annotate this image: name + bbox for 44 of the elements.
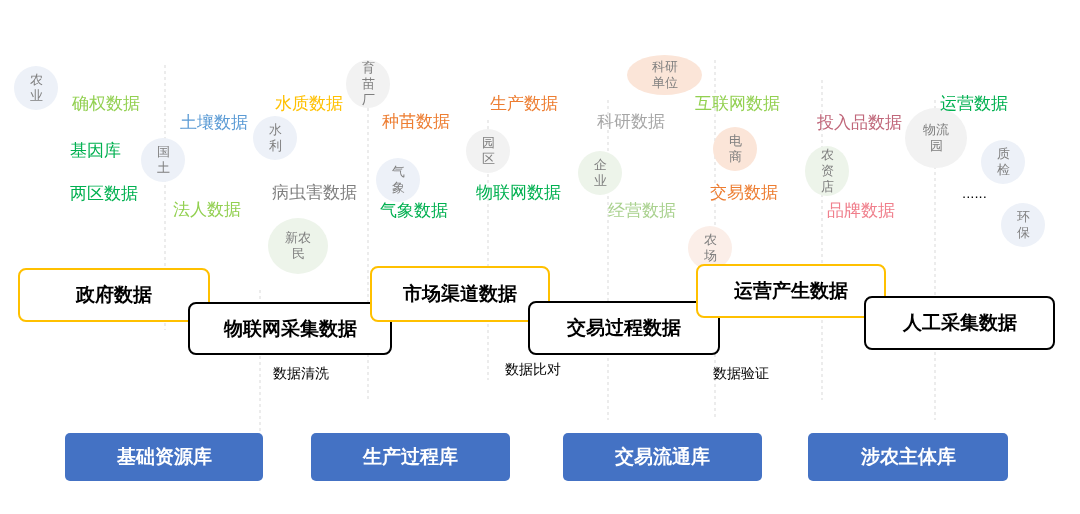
process-step-label: 数据比对 <box>505 360 561 379</box>
data-category-label: 互联网数据 <box>695 93 780 113</box>
data-category-label: 水质数据 <box>275 93 343 113</box>
process-step-label: 数据验证 <box>713 364 769 383</box>
sector-bubble: 质检 <box>981 140 1025 184</box>
data-category-label: 土壤数据 <box>180 112 248 132</box>
sector-bubble: 农资店 <box>805 146 849 196</box>
sector-bubble: 农业 <box>14 66 58 110</box>
sector-bubble: 育苗厂 <box>346 60 390 108</box>
data-source-box: 物联网采集数据 <box>188 302 392 355</box>
sector-bubble: 国土 <box>141 138 185 182</box>
data-source-box: 交易过程数据 <box>528 301 720 355</box>
data-category-label: 气象数据 <box>380 200 448 220</box>
data-category-label: 种苗数据 <box>382 111 450 131</box>
sector-bubble: 园区 <box>466 129 510 173</box>
data-category-label: 科研数据 <box>597 111 665 131</box>
data-category-label: 病虫害数据 <box>272 182 357 202</box>
sector-bubble: 科研单位 <box>627 55 702 95</box>
data-category-label: 品牌数据 <box>827 200 895 220</box>
data-category-label: 投入品数据 <box>817 112 902 132</box>
data-category-label: 经营数据 <box>608 200 676 220</box>
data-category-label: 法人数据 <box>173 199 241 219</box>
sector-bubble: 电商 <box>713 127 757 171</box>
database-bar: 涉农主体库 <box>808 433 1008 481</box>
data-source-box: 人工采集数据 <box>864 296 1055 350</box>
sector-bubble: 气象 <box>376 158 420 202</box>
sector-bubble: 新农民 <box>268 218 328 274</box>
sector-bubble: 水利 <box>253 116 297 160</box>
sector-bubble: 环保 <box>1001 203 1045 247</box>
data-category-label: 确权数据 <box>72 93 140 113</box>
sector-bubble: 企业 <box>578 151 622 195</box>
database-bar: 生产过程库 <box>311 433 510 481</box>
ellipsis-label: ...... <box>962 185 987 203</box>
database-bar: 交易流通库 <box>563 433 762 481</box>
data-category-label: 交易数据 <box>710 182 778 202</box>
data-source-box: 运营产生数据 <box>696 264 886 318</box>
data-category-label: 物联网数据 <box>476 182 561 202</box>
process-step-label: 数据清洗 <box>273 364 329 383</box>
data-category-label: 基因库 <box>70 140 121 160</box>
database-bar: 基础资源库 <box>65 433 263 481</box>
data-category-label: 生产数据 <box>490 93 558 113</box>
data-source-box: 市场渠道数据 <box>370 266 550 322</box>
data-source-box: 政府数据 <box>18 268 210 322</box>
data-category-label: 两区数据 <box>70 183 138 203</box>
